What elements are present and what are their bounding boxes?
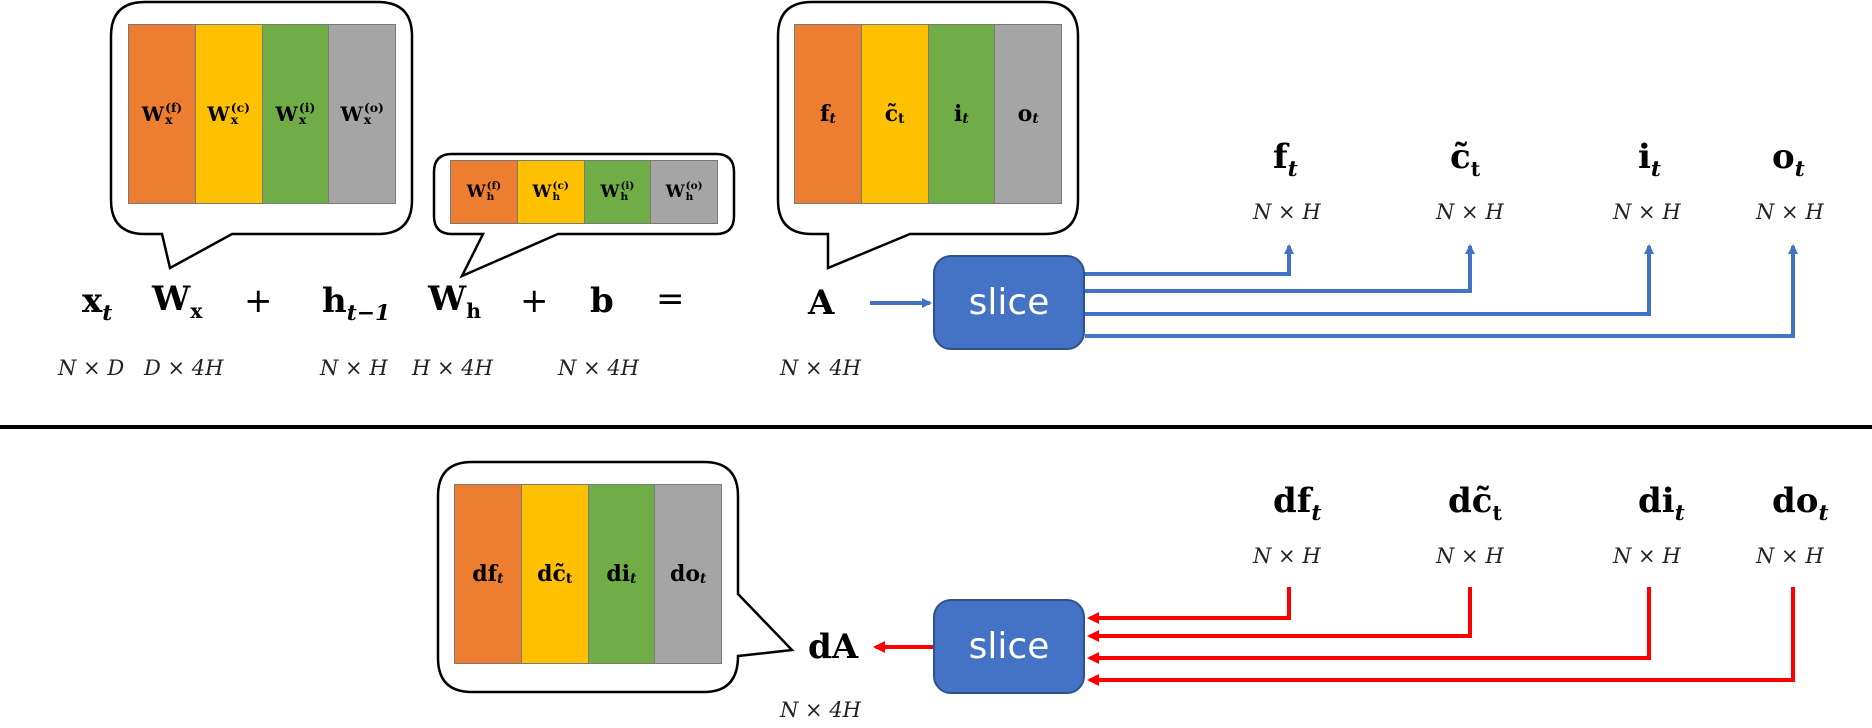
wh-cell-0: W(f)h xyxy=(451,161,518,223)
output-ft: ft xyxy=(1273,137,1298,182)
slice-to-ct-arrow xyxy=(1085,244,1475,293)
plus-sign-1: + xyxy=(244,281,273,321)
backward-slice-node: slice xyxy=(933,599,1085,694)
input-dit-dim: N × H xyxy=(1613,544,1681,568)
equals-sign: = xyxy=(656,279,685,319)
output-ct-dim: N × H xyxy=(1436,200,1504,224)
wx-cell-2: W(i)x xyxy=(262,25,330,203)
dft-to-slice-arrow xyxy=(1087,587,1291,624)
output-it: it xyxy=(1638,137,1661,182)
input-dot-dim: N × H xyxy=(1756,544,1824,568)
wx-cell-1: W(c)x xyxy=(195,25,263,203)
a-term: A xyxy=(808,283,835,323)
dot-to-slice-arrow xyxy=(1087,587,1795,686)
input-dct: dc̃t xyxy=(1448,481,1502,525)
plus-sign-2: + xyxy=(520,281,549,321)
output-ct: c̃t xyxy=(1450,137,1481,181)
output-ot-dim: N × H xyxy=(1756,200,1824,224)
output-ft-dim: N × H xyxy=(1253,200,1321,224)
forward-slice-label: slice xyxy=(968,282,1050,323)
forward-slice-node: slice xyxy=(933,255,1085,350)
x-dim: N × D xyxy=(58,356,125,380)
input-dct-dim: N × H xyxy=(1436,544,1504,568)
x-t-term: xt xyxy=(82,281,113,326)
wx-cell-0: W(f)x xyxy=(129,25,196,203)
da-term: dA xyxy=(808,627,859,667)
h-dim: N × H xyxy=(320,356,388,380)
output-it-dim: N × H xyxy=(1613,200,1681,224)
da-dim: N × 4H xyxy=(780,698,861,722)
b-term: b xyxy=(590,281,614,321)
input-dft-dim: N × H xyxy=(1253,544,1321,568)
dct-to-slice-arrow xyxy=(1087,587,1472,642)
wx-dim: D × 4H xyxy=(144,356,224,380)
wh-term: Wh xyxy=(428,279,482,323)
dit-to-slice-arrow xyxy=(1087,587,1651,664)
input-dft: dft xyxy=(1273,481,1322,526)
da-cell-1: dc̃t xyxy=(521,485,589,663)
a-cell-1: c̃t xyxy=(861,25,929,203)
wh-dim: H × 4H xyxy=(412,356,493,380)
b-dim: N × 4H xyxy=(558,356,639,380)
h-t-minus-1-term: ht−1 xyxy=(322,281,391,326)
wh-cell-1: W(c)h xyxy=(517,161,585,223)
backward-slice-label: slice xyxy=(968,626,1050,667)
wx-term: Wx xyxy=(152,279,203,323)
a-dim: N × 4H xyxy=(780,356,861,380)
input-dot: dot xyxy=(1772,481,1829,526)
output-ot: ot xyxy=(1772,137,1805,182)
wh-cell-3: W(o)h xyxy=(651,161,717,223)
slice-to-ft-arrow xyxy=(1085,244,1294,276)
slice-to-it-arrow xyxy=(1085,244,1654,316)
wx-cell-3: W(o)x xyxy=(329,25,395,203)
wh-cell-2: W(i)h xyxy=(584,161,652,223)
input-dit: dit xyxy=(1638,481,1685,526)
slice-to-ot-arrow xyxy=(1085,244,1798,338)
